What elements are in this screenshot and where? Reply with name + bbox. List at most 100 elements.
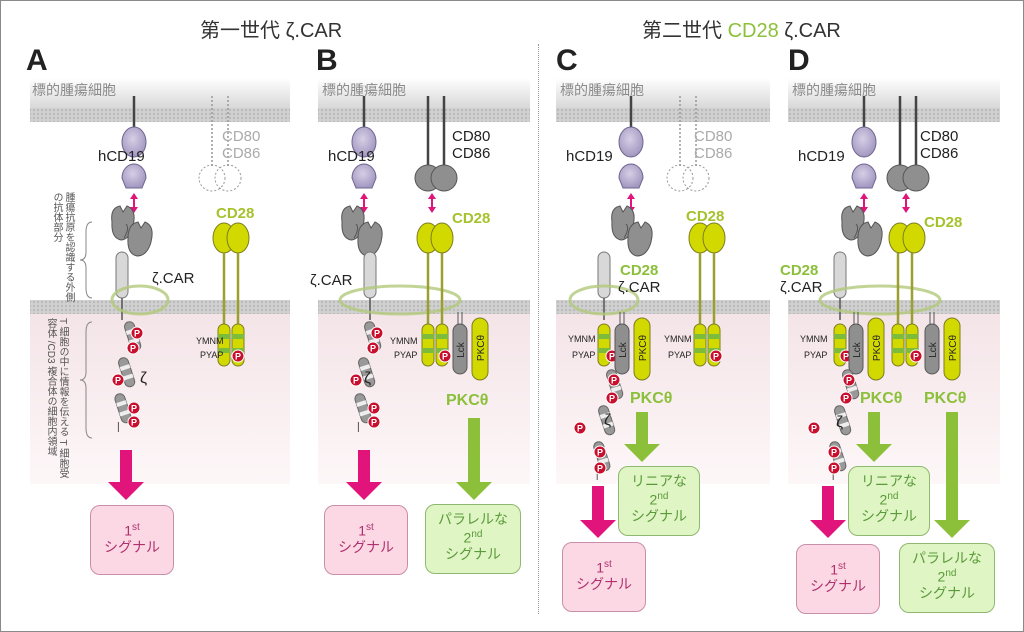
panel-c-zeta-label: ζ — [604, 412, 612, 429]
panel-c-target-cell-label: 標的腫瘍細胞 — [560, 82, 644, 98]
panel-b-car-label: ζ.CAR — [310, 272, 353, 289]
itam-band — [362, 373, 374, 381]
signal-arrow-shaft — [946, 412, 958, 520]
signal-arrow-head — [580, 520, 616, 538]
car-hinge — [597, 251, 611, 299]
ymnm-motif — [892, 334, 904, 339]
panel-b-zeta-label: ζ — [364, 370, 372, 387]
panel-c-pkc-label: PKCθ — [630, 390, 673, 407]
signal-num: 1 — [358, 522, 366, 539]
cd86-domain — [902, 164, 930, 192]
phospho-icon — [438, 349, 452, 363]
itam-band — [610, 385, 622, 393]
lck-label: Lck — [618, 341, 629, 358]
phospho-label: P — [609, 352, 615, 362]
intracellular-region-label: T 細胞の中に情報を伝える T 細胞受容体 /CD3 複合体の細胞内領域 — [45, 318, 68, 479]
extracellular-space — [788, 122, 1000, 300]
phospho-label: P — [370, 344, 376, 354]
binding-arrow-head — [428, 193, 436, 199]
phospho-label: P — [846, 376, 852, 386]
phospho-icon — [593, 461, 607, 475]
extracellular-space — [30, 122, 290, 300]
signal-sup: nd — [657, 491, 669, 502]
panel-d-pkc-label: PKCθ — [860, 390, 903, 407]
itam-band — [359, 364, 371, 371]
phospho-label: P — [131, 404, 137, 414]
target-cell-region — [556, 78, 770, 108]
panel-a-target-cell-label: 標的腫瘍細胞 — [32, 82, 116, 98]
signal-arrow-shaft — [592, 486, 604, 520]
gen2-title-suffix: ζ.CAR — [778, 20, 841, 42]
panel-c-pyap2-label: PYAP — [668, 350, 692, 360]
panel-b-pyap-label: PYAP — [394, 350, 418, 360]
phospho-label: P — [235, 352, 241, 362]
itam-band — [835, 412, 847, 419]
phospho-label: P — [609, 394, 615, 404]
signal-num: 2 — [879, 491, 888, 508]
lck-label: Lck — [456, 341, 467, 358]
phospho-icon — [111, 373, 125, 387]
signal-label: シグナル — [919, 584, 975, 601]
signal-arrow-head — [108, 482, 144, 500]
hcd19-domain — [351, 126, 377, 158]
binding-arrow-head — [428, 207, 436, 213]
panel-b-letter: B — [316, 44, 338, 77]
phospho-label: P — [611, 376, 617, 386]
gen1-title-prefix: 第一世代 — [200, 20, 286, 42]
signal-arrow-head — [624, 444, 660, 462]
panel-c-cd80-label: CD80 — [694, 128, 733, 145]
scfv-domain — [127, 221, 153, 257]
extracellular-bracket — [79, 221, 93, 299]
zeta-itam-segment — [358, 357, 376, 388]
ymnm-motif — [218, 334, 230, 339]
target-cell-region — [318, 78, 530, 108]
signal-sup: st — [366, 522, 374, 533]
ymnm-motif — [906, 334, 918, 339]
hcd19-domain — [851, 163, 877, 189]
panel-d-parallel-signal-box: パラレルな 2nd シグナル — [899, 543, 995, 613]
car-hinge — [363, 251, 377, 299]
binding-arrow-head — [130, 207, 138, 213]
itam-band — [356, 400, 367, 407]
cd28-domain — [702, 222, 726, 254]
phospho-label: P — [713, 352, 719, 362]
signal-sup: nd — [945, 568, 957, 579]
pkc-label: PKCθ — [638, 335, 649, 362]
pyap-motif — [834, 348, 846, 353]
t-cell-membrane — [318, 300, 530, 314]
phospho-icon — [127, 401, 141, 415]
phospho-label: P — [353, 376, 359, 386]
panel-a-cd28-label: CD28 — [216, 205, 255, 222]
immune-synapse-ring — [338, 284, 462, 316]
pyap-motif — [906, 348, 918, 353]
itam-band — [119, 409, 130, 417]
phospho-icon — [367, 415, 381, 429]
signal-num: 1 — [124, 522, 132, 539]
phospho-icon — [366, 341, 380, 355]
binding-arrow-head — [130, 193, 138, 199]
pyap-motif — [694, 348, 706, 353]
signal-arrow-shaft — [868, 412, 880, 444]
signal-arrow-shaft — [636, 412, 648, 444]
panel-c-pyap-label: PYAP — [572, 350, 596, 360]
lck-kinase — [452, 323, 468, 375]
signal-num: 1 — [830, 561, 838, 578]
phospho-label: P — [811, 424, 817, 434]
signal-arrow-shaft — [358, 450, 370, 482]
signal-prefix: パラレルな — [912, 550, 982, 566]
binding-arrow-head — [360, 207, 368, 213]
panel-c-linear-signal-box: リニアな 2nd シグナル — [618, 466, 700, 536]
zeta-itam-segment — [118, 357, 136, 388]
panel-c-ymnm-label: YMNM — [568, 334, 596, 344]
zeta-itam-segment — [834, 405, 852, 436]
phospho-icon — [839, 391, 853, 405]
gen2-title: 第二世代 CD28 ζ.CAR — [642, 14, 841, 43]
lck-label: Lck — [852, 341, 863, 358]
gen1-title: 第一世代 ζ.CAR — [200, 14, 342, 43]
binding-arrow-head — [627, 193, 635, 199]
ymnm-motif — [708, 334, 720, 339]
scfv-linker — [123, 223, 129, 239]
phospho-label: P — [831, 464, 837, 474]
t-cell-cytoplasm — [30, 314, 290, 484]
